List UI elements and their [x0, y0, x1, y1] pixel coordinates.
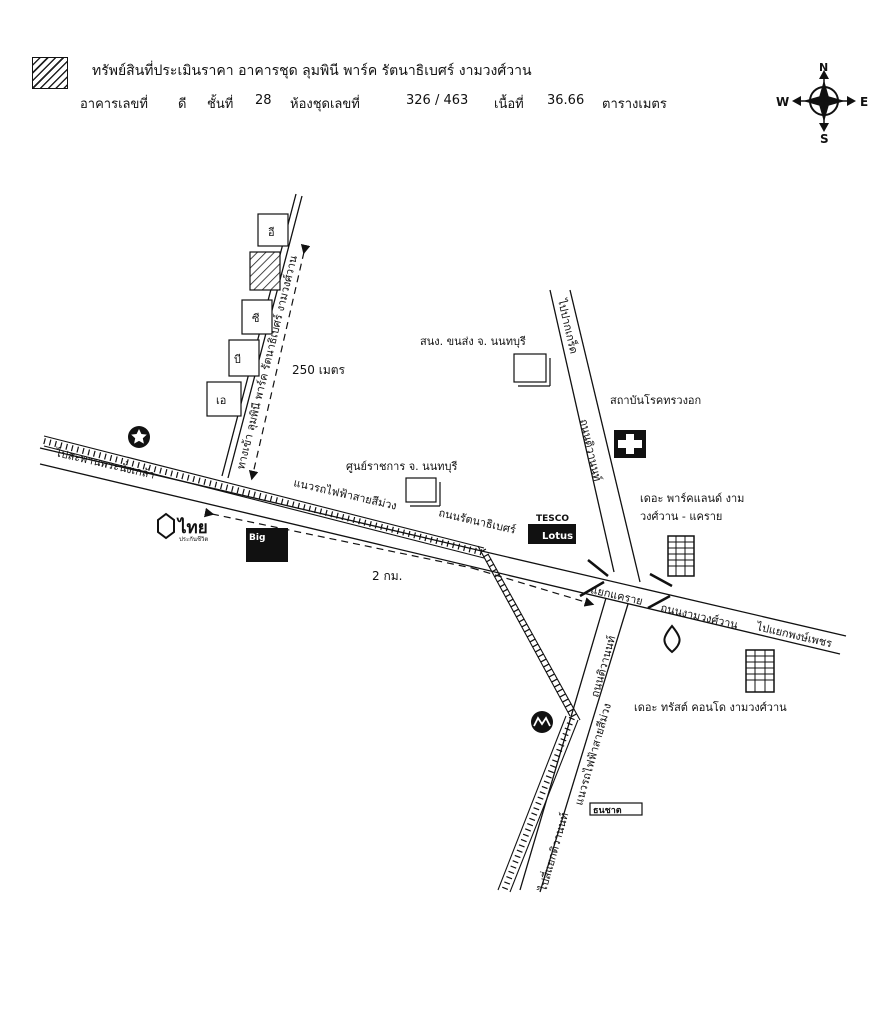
distance-2km-label: 2 กม. — [372, 569, 402, 583]
header-title: ทรัพย์สินที่ประเมินราคา อาคารชุด ลุมพินี… — [92, 63, 532, 79]
room-label: ห้องชุดเลขที่ — [290, 97, 360, 112]
gov-center-marker — [405, 477, 441, 507]
compass-rose-icon — [792, 70, 856, 132]
area-unit: ตารางเมตร — [602, 97, 667, 112]
thai-life-label: ไทย — [176, 517, 208, 538]
tiwanon-road-north — [549, 289, 641, 583]
area-value: 36.66 — [547, 93, 585, 108]
tesco-label: TESCO — [536, 514, 569, 524]
compass-south: S — [820, 132, 829, 146]
hospital-cross-icon — [614, 430, 646, 458]
compass-north: N — [819, 61, 828, 74]
star-landmark-icon — [128, 426, 150, 448]
chest-institute-label: สถาบันโรคทรวงอก — [610, 393, 701, 407]
building-value: ดี — [178, 97, 187, 112]
building-e — [257, 213, 289, 247]
trust-condo-building-icon — [745, 649, 775, 693]
parkland-label-1: เดอะ พาร์คแลนด์ งาม — [640, 492, 744, 505]
distance-2km-arrow — [203, 507, 595, 607]
purple-line-rail — [43, 435, 581, 893]
bank-sign-icon — [589, 802, 643, 816]
building-c-label: ซี — [252, 312, 260, 325]
big-c-logo — [246, 528, 288, 562]
room-value: 326 / 463 — [406, 93, 469, 108]
tesco-lotus-logo — [528, 524, 576, 544]
floor-label: ชั้นที่ — [207, 97, 234, 112]
building-a — [206, 381, 242, 417]
distance-250m-arrow — [248, 243, 311, 481]
building-a-label: เอ — [216, 394, 226, 407]
area-label: เนื้อที่ — [494, 97, 524, 112]
bank-logo-icon — [531, 711, 553, 733]
to-pakkret-label: ไปปากเกร็ด — [555, 297, 581, 356]
transport-office-marker — [513, 353, 551, 387]
parkland-label-2: วงศ์วาน - แคราย — [640, 510, 722, 523]
purple-line-label: แนวรถไฟฟ้าสายสีม่วง — [292, 476, 398, 512]
building-d-subject — [249, 251, 281, 291]
khae-rai-junction — [579, 559, 673, 610]
tiwanon-north-label: ถนนติวานนท์ — [577, 418, 604, 483]
bank-sign-label: ธนชาต — [593, 806, 622, 816]
thai-life-sub-label: ประกันชีวิต — [179, 535, 208, 543]
gov-center-label: ศูนย์ราชการ จ. นนทบุรี — [346, 460, 457, 473]
to-phongphet-label: ไปแยกพงษ์เพชร — [754, 620, 833, 650]
floor-value: 28 — [255, 93, 272, 108]
gas-station-icon — [663, 624, 681, 654]
rattanathibet-road-label: ถนนรัตนาธิเบศร์ — [437, 506, 517, 536]
compass-east: E — [860, 95, 868, 109]
building-e-label: อี — [268, 226, 275, 239]
building-b-label: บี — [234, 353, 241, 366]
tiwanon-road-south — [519, 597, 629, 893]
to-pranangklao-label: ไปสะพานพระนั่งเกล้า — [53, 444, 156, 482]
lotus-label: Lotus — [542, 531, 573, 542]
transport-office-label: สนง. ขนส่ง จ. นนทบุรี — [420, 335, 526, 348]
trust-condo-label: เดอะ ทรัสต์ คอนโด งามวงศ์วาน — [634, 700, 787, 714]
compass-west: W — [776, 95, 789, 109]
thai-life-logo-icon — [157, 512, 175, 540]
subject-property-legend-swatch — [32, 57, 68, 89]
big-c-label: Big — [249, 533, 265, 543]
parkland-building-icon — [667, 535, 695, 577]
building-label: อาคารเลขที่ — [80, 97, 148, 112]
distance-250m-label: 250 เมตร — [292, 363, 346, 377]
